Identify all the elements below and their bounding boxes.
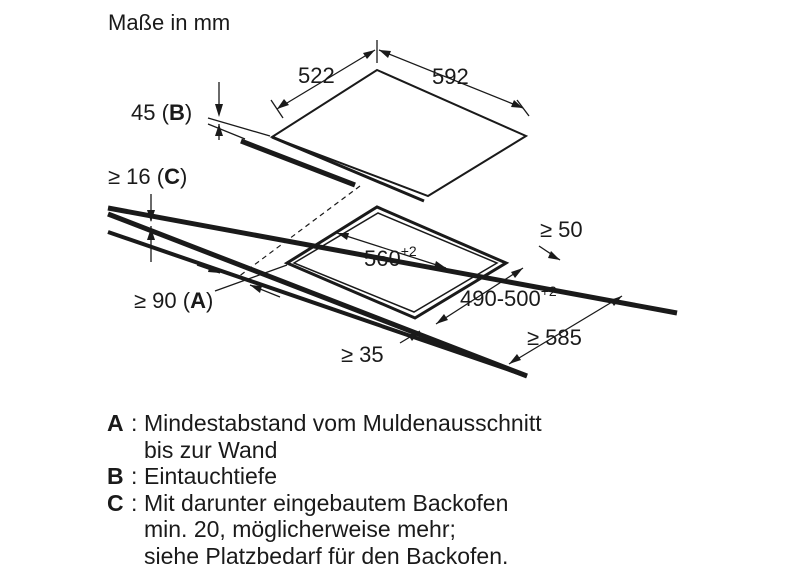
dim-immersion: 45 (B): [131, 100, 192, 125]
arrowhead: [250, 285, 262, 293]
dim-wall-distance: ≥ 90 (A): [134, 288, 213, 313]
cooktop-edge-thickness: [271, 135, 425, 203]
dim-cutout-width: 560+2: [364, 243, 417, 271]
dim-gap-above: ≥ 16 (C): [108, 164, 187, 189]
legend-item-b: B:Eintauchtiefe: [107, 463, 542, 490]
dim-592-line: [378, 49, 524, 109]
legend-text: Mindestabstand vom Muldenausschnitt: [144, 410, 542, 436]
legend-text: Mit darunter eingebautem Backofen: [144, 489, 509, 516]
arrowhead: [511, 268, 523, 278]
arrowhead: [610, 296, 622, 306]
dim-back-clearance: ≥ 50: [540, 217, 583, 242]
legend-text-continuation: min. 20, möglicherweise mehr;: [144, 516, 456, 542]
cutout-projection-dashed: [237, 185, 361, 278]
diagram-title: Maße in mm: [108, 10, 230, 35]
dim-worktop-depth: ≥ 585: [527, 325, 582, 350]
dim-490-line: [435, 267, 524, 325]
worktop-back-line: [107, 205, 678, 316]
cooktop-top-surface: [269, 68, 529, 198]
legend-colon: :: [131, 410, 138, 436]
dim-90-ext: [214, 264, 288, 292]
dim-cooktop-width: 592: [432, 64, 469, 89]
arrowhead: [215, 104, 223, 117]
legend-colon: :: [131, 489, 138, 516]
arrowhead: [379, 50, 391, 58]
arrowhead: [548, 251, 560, 260]
legend-key: A: [107, 410, 124, 436]
legend-text-continuation: bis zur Wand: [144, 436, 278, 463]
dim-front-edge: ≥ 35: [341, 342, 384, 367]
arrowhead: [215, 124, 223, 136]
legend-text-continuation: siehe Platzbedarf für den Backofen.: [144, 542, 509, 569]
worktop-front-edge: [107, 211, 528, 379]
dim-522-line: [276, 49, 376, 110]
arrowhead: [208, 265, 220, 273]
legend: A:Mindestabstand vom Muldenausschnitt bi…: [107, 410, 542, 569]
legend-item-a: A:Mindestabstand vom Muldenausschnitt: [107, 410, 542, 437]
arrowhead: [436, 314, 448, 324]
dim-585-line: [508, 295, 623, 365]
installation-diagram: Maße in mm 522 592 45 (B) ≥ 16 (C) ≥ 50 …: [107, 10, 678, 379]
arrowhead: [511, 100, 523, 108]
dim-560-line: [336, 232, 447, 269]
legend-key: B: [107, 463, 124, 489]
arrowhead: [408, 331, 420, 341]
arrowhead: [277, 99, 289, 109]
arrowhead: [363, 50, 375, 59]
dim-cooktop-depth: 522: [298, 63, 335, 88]
arrowhead: [147, 210, 155, 222]
worktop-lower-line: [107, 230, 528, 378]
legend-colon: :: [131, 463, 138, 489]
cutout-inner: [292, 212, 499, 313]
cooktop-underside-bar: [240, 138, 356, 188]
arrowhead: [337, 233, 349, 240]
arrowhead: [147, 228, 155, 240]
legend-key: C: [107, 489, 124, 516]
legend-text: Eintauchtiefe: [144, 463, 277, 489]
dim-45-ext-bottom: [207, 123, 246, 140]
cutout-outer: [283, 205, 510, 320]
legend-item-c: C:Mit darunter eingebautem Backofen: [107, 490, 542, 517]
arrowhead: [434, 261, 446, 268]
arrowhead: [509, 354, 521, 364]
dim-45-ext-top: [207, 117, 271, 137]
dim-cutout-depth: 490-500+2: [460, 283, 557, 311]
